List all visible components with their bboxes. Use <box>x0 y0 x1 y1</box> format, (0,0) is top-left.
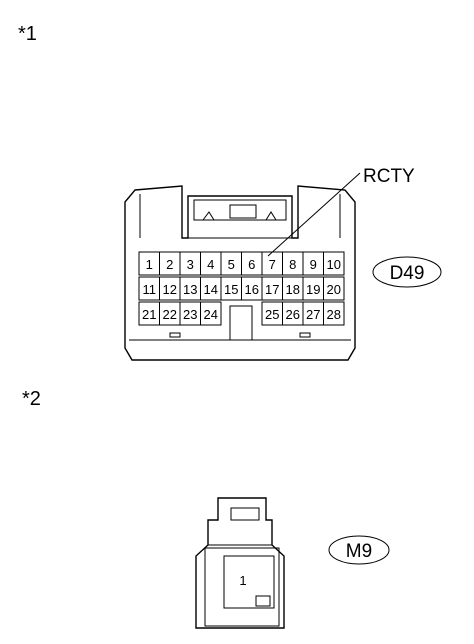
d49-pin-26: 26 <box>286 307 300 322</box>
d49-pin-cell-24 <box>200 301 222 326</box>
d49-pin-15: 15 <box>224 282 238 297</box>
d49-outline <box>124 185 356 361</box>
d49-bottom-key-right <box>299 332 311 338</box>
d49-latch-left <box>202 211 215 221</box>
d49-pin-3: 3 <box>187 257 194 272</box>
d49-pin-28: 28 <box>327 307 341 322</box>
d49-pin-11: 11 <box>143 282 157 297</box>
d49-tag-text: D49 <box>390 263 425 284</box>
d49-pin-18: 18 <box>286 282 300 297</box>
m9-top-latch <box>230 507 260 521</box>
d49-pin-17: 17 <box>265 282 279 297</box>
d49-bottom-key-left <box>169 332 181 338</box>
d49-pin-10: 10 <box>327 257 341 272</box>
d49-pin-1: 1 <box>146 257 153 272</box>
d49-pin-8: 8 <box>289 257 296 272</box>
m9-tag: M9 <box>328 535 390 565</box>
d49-pin-19: 19 <box>306 282 320 297</box>
d49-pin-14: 14 <box>204 282 218 297</box>
d49-pin-6: 6 <box>248 257 255 272</box>
d49-center-key <box>229 305 253 341</box>
m9-pin-cavity <box>223 555 275 609</box>
m9-lock-mark <box>255 595 271 607</box>
m9-pin-1: 1 <box>239 573 246 588</box>
d49-pin-16: 16 <box>245 282 259 297</box>
d49-pin-23: 23 <box>183 307 197 322</box>
d49-pin-cell-10 <box>323 251 345 276</box>
d49-pin-20: 20 <box>327 282 341 297</box>
m9-inner-frame <box>204 547 280 627</box>
d49-pin-2: 2 <box>166 257 173 272</box>
d49-pin-27: 27 <box>306 307 320 322</box>
connector-m9: 1 <box>195 497 285 629</box>
d49-pin-12: 12 <box>163 282 177 297</box>
d49-pin-22: 22 <box>163 307 177 322</box>
d49-latch-tab <box>229 204 257 219</box>
d49-pin-cell-28 <box>323 301 345 326</box>
m9-tag-text: M9 <box>346 541 372 562</box>
d49-latch-frame <box>193 199 287 221</box>
d49-pin-7: 7 <box>269 257 276 272</box>
d49-pin-21: 21 <box>142 307 156 322</box>
d49-pin-9: 9 <box>310 257 317 272</box>
d49-latch-right <box>265 211 277 221</box>
d49-tag: D49 <box>372 256 442 288</box>
d49-pin-cell-20 <box>323 276 345 301</box>
marker-1: *1 <box>18 23 37 45</box>
d49-pin-25: 25 <box>265 307 279 322</box>
d49-pin-24: 24 <box>204 307 218 322</box>
marker-2: *2 <box>22 388 41 410</box>
m9-outline <box>195 497 285 629</box>
rcty-leader-line <box>267 172 361 257</box>
d49-pin-13: 13 <box>183 282 197 297</box>
d49-pin-4: 4 <box>207 257 214 272</box>
rcty-label: RCTY <box>363 166 415 187</box>
d49-pin-5: 5 <box>228 257 235 272</box>
